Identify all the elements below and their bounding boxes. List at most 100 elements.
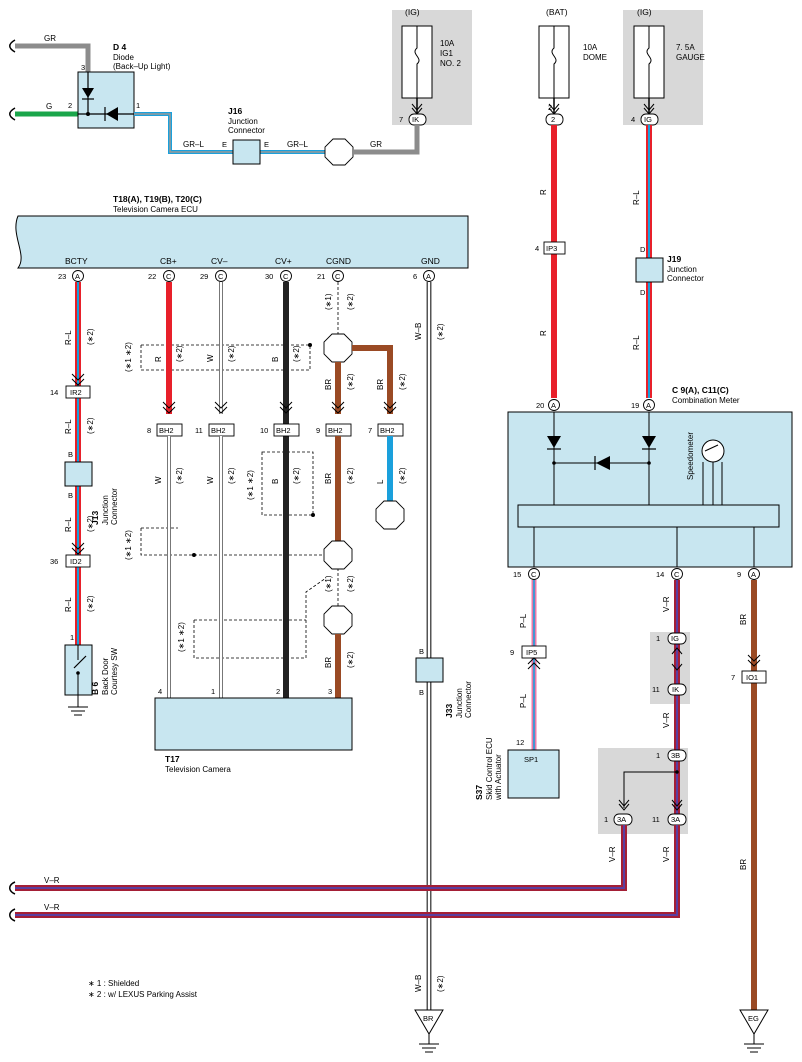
conn-tag-ir2: IR2 xyxy=(70,388,82,397)
conn-ig xyxy=(667,632,687,645)
pin-1-b6: 1 xyxy=(70,633,74,642)
ecu-pin-num: 29 xyxy=(200,272,208,281)
meter-pin-tag: A xyxy=(751,570,756,579)
ecu-pin-num: 30 xyxy=(265,272,273,281)
conn-ip3 xyxy=(543,241,566,255)
j16-pin-e-right: E xyxy=(264,140,269,149)
shield-dashed xyxy=(140,345,311,371)
note-s12: (∗1 ∗2) xyxy=(124,530,133,560)
wire-label-w-b: W–B xyxy=(414,975,423,992)
pin-19: 19 xyxy=(631,401,639,410)
diode-pin-3: 3 xyxy=(81,63,85,72)
wire-label-v-r: V–R xyxy=(44,903,60,912)
note-s2: (∗2) xyxy=(86,515,95,532)
wire-label-w: W xyxy=(206,354,215,362)
j13-pin-b-bot: B xyxy=(68,491,73,500)
splice-octagon xyxy=(375,500,405,530)
fuse-symbol xyxy=(646,26,652,98)
j33-connector xyxy=(415,657,444,683)
combination-meter xyxy=(507,411,793,568)
pin-9: 9 xyxy=(510,648,514,657)
wire-label-br: BR xyxy=(324,657,333,668)
tv-camera-ecu xyxy=(15,215,469,269)
meter-pin-19 xyxy=(643,399,655,411)
pin-7: 7 xyxy=(731,673,735,682)
note-s12: (∗1 ∗2) xyxy=(124,342,133,372)
pin-20: 20 xyxy=(536,401,544,410)
note-s12: (∗1 ∗2) xyxy=(177,622,186,652)
wire-label-r-l: R–L xyxy=(632,335,641,350)
fuse-ig1-name: IG1 xyxy=(440,49,453,58)
wire-label-v-r: V–R xyxy=(608,846,617,862)
wire-br-branch xyxy=(352,345,393,414)
conn-tag-3a: 3A xyxy=(617,815,626,824)
conn-tag-bh2: BH2 xyxy=(380,426,395,435)
meter-pin-15 xyxy=(528,568,540,580)
ground-br xyxy=(414,1009,444,1035)
conn-tag-3a: 3A xyxy=(671,815,680,824)
ecu-pin-row: A23 C22 C29 C30 C21 A6 xyxy=(58,270,435,282)
note-s2: (∗2) xyxy=(227,467,236,484)
j33-line2: Connector xyxy=(464,681,473,718)
note-s2: (∗2) xyxy=(346,467,355,484)
note-s2: (∗2) xyxy=(86,417,95,434)
conn-bh2 xyxy=(273,423,300,437)
ecu-pin-tag: C xyxy=(218,272,224,281)
wire-label-v-r: V–R xyxy=(662,712,671,728)
j16-code: J16 xyxy=(228,106,242,116)
conn-id2 xyxy=(65,554,91,568)
fuse-symbol xyxy=(414,26,420,98)
s37-line2: with Actuator xyxy=(494,754,503,801)
j19-code: J19 xyxy=(667,254,681,264)
wire-label-br: BR xyxy=(739,859,748,870)
conn-tag-io1: IO1 xyxy=(746,673,758,682)
j13-code: J13 xyxy=(90,511,100,525)
j33-line1: Junction xyxy=(455,688,464,718)
conn-tag-3b: 3B xyxy=(671,751,680,760)
pin-11: 11 xyxy=(195,426,203,435)
pin-15: 15 xyxy=(513,570,521,579)
ecu-term-cgnd: CGND xyxy=(326,256,351,266)
wire-label-br: BR xyxy=(324,473,333,484)
ground-eg xyxy=(739,1009,769,1035)
pin-10: 10 xyxy=(260,426,268,435)
ecu-pin-tag: A xyxy=(426,272,431,281)
pin-12: 12 xyxy=(516,738,524,747)
j16-connector xyxy=(232,139,261,165)
wire-label-w-b: W–B xyxy=(414,323,423,340)
note-s2: (∗2) xyxy=(346,651,355,668)
fuse-gauge-name: GAUGE xyxy=(676,53,705,62)
bh2-connector-row: BH2 8 BH2 11 BH2 10 BH2 9 BH2 7 xyxy=(147,401,404,437)
ecu-pin-tag: C xyxy=(166,272,172,281)
wire-label-w: W xyxy=(206,476,215,484)
splice-octagon xyxy=(323,605,353,635)
note-s2: (∗2) xyxy=(175,345,184,362)
diode-d4-body xyxy=(77,71,135,129)
pin-11: 11 xyxy=(652,685,660,694)
diode-name: Diode xyxy=(113,53,134,62)
meter-name: Combination Meter xyxy=(672,396,740,405)
wire-label-r-l: R–L xyxy=(64,330,73,345)
wire-label-p-l: P–L xyxy=(519,613,528,628)
shield-dashed xyxy=(140,528,325,556)
ecu-pin-tag: C xyxy=(283,272,289,281)
tv-camera-t17 xyxy=(154,697,353,751)
ecu-pin-22 xyxy=(163,270,175,282)
wire-label-r-l: R–L xyxy=(64,419,73,434)
meter-pin-14 xyxy=(671,568,683,580)
skid-control-ecu xyxy=(507,749,560,799)
ecu-pin-30 xyxy=(280,270,292,282)
meter-pin-tag: A xyxy=(646,401,651,410)
wire-label-gr: GR xyxy=(44,34,56,43)
conn-tag-ik: IK xyxy=(412,115,419,124)
ecu-pin-num: 21 xyxy=(317,272,325,281)
j13-connector xyxy=(64,461,93,487)
pin-2-dome: 2 xyxy=(548,103,552,112)
s37-code: S37 xyxy=(474,785,484,800)
meter-code: C 9(A), C11(C) xyxy=(672,385,729,395)
wire-label-w: W xyxy=(154,476,163,484)
ecu-name: Television Camera ECU xyxy=(113,205,198,214)
ecu-pin-23 xyxy=(72,270,84,282)
wire-v-r-bottom2 xyxy=(15,825,680,918)
